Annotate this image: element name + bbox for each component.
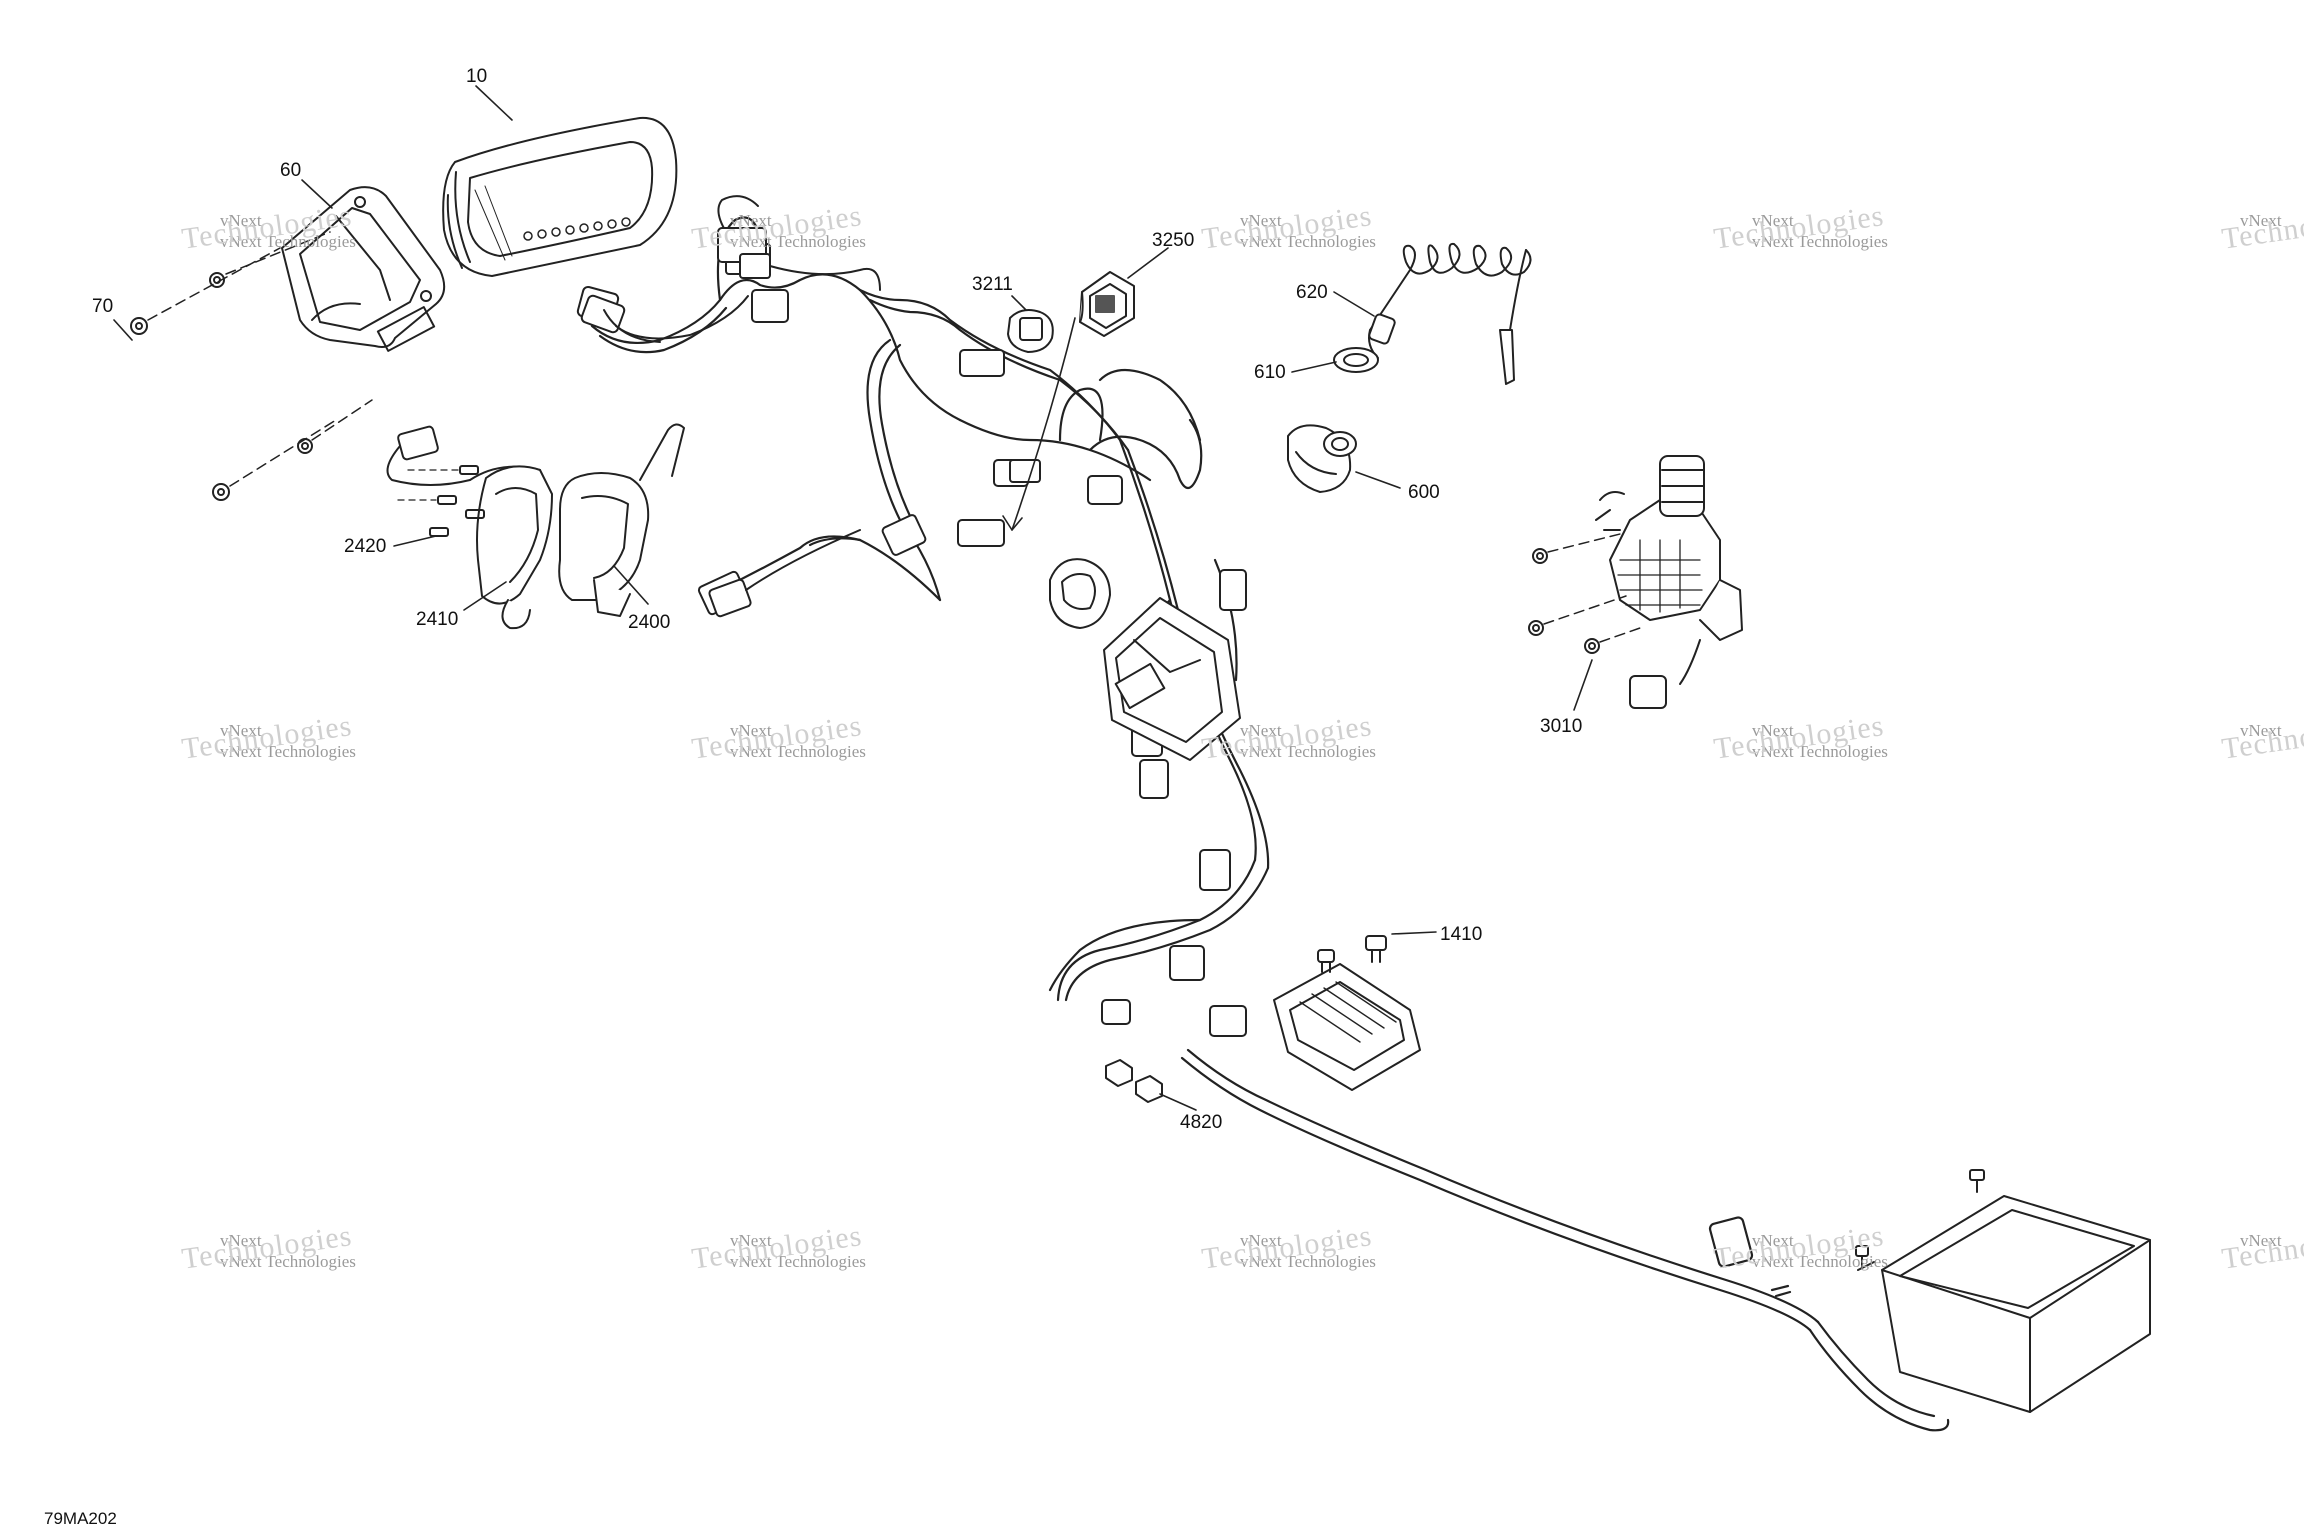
part-label[interactable]: 10	[466, 66, 487, 87]
fuse-box[interactable]	[1103, 597, 1241, 761]
battery-cable[interactable]	[1180, 1048, 1950, 1432]
part-label[interactable]: 600	[1408, 482, 1440, 503]
figure-code: 79MA202	[44, 1509, 117, 1528]
main-wiring-harness[interactable]	[590, 216, 1270, 1002]
battery-bolt-part[interactable]	[1855, 1169, 1985, 1271]
wire-connector-left[interactable]	[386, 294, 861, 618]
part-label[interactable]: 3010	[1540, 716, 1582, 737]
part-label[interactable]: 620	[1296, 282, 1328, 303]
actuator-module-part[interactable]	[1595, 455, 1743, 709]
part-label[interactable]: 2420	[344, 536, 386, 557]
ignition-switch-part[interactable]	[1287, 424, 1357, 493]
part-label[interactable]: 2400	[628, 612, 670, 633]
part-labels: 10 60 70 2420 2410 2400 3211 3250 620 61…	[44, 66, 1582, 1528]
switch-screw-part[interactable]	[397, 465, 485, 537]
leader-lines	[113, 85, 1593, 1111]
gauge-cluster-part[interactable]	[442, 116, 678, 277]
part-label[interactable]: 60	[280, 160, 301, 181]
actuator-screw-part[interactable]	[1528, 533, 1641, 654]
part-label[interactable]: 2410	[416, 609, 458, 630]
part-label[interactable]: 610	[1254, 362, 1286, 383]
part-label[interactable]: 70	[92, 296, 113, 317]
part-label[interactable]: 4820	[1180, 1112, 1222, 1133]
left-hand-switch-part[interactable]	[558, 423, 685, 617]
relay-connector[interactable]	[1049, 558, 1111, 629]
switch-3250-part[interactable]	[1079, 271, 1135, 337]
tether-cord-part[interactable]	[1368, 242, 1532, 385]
voltage-regulator-part[interactable]	[1273, 963, 1421, 1091]
switch-housing-part[interactable]	[476, 465, 553, 630]
mounting-bracket-part[interactable]	[281, 186, 446, 352]
screw-part[interactable]	[130, 231, 373, 501]
connector-3211-part[interactable]	[1007, 309, 1054, 353]
retaining-ring-part[interactable]	[1333, 347, 1379, 373]
terminal-nut-part[interactable]	[1105, 1059, 1163, 1103]
part-label[interactable]: 3211	[972, 274, 1013, 295]
part-label[interactable]: 1410	[1440, 924, 1482, 945]
battery-part[interactable]	[1881, 1195, 2151, 1413]
regulator-screw-part[interactable]	[1317, 935, 1387, 973]
part-label[interactable]: 3250	[1152, 230, 1194, 251]
upper-harness-branch[interactable]	[603, 195, 881, 343]
